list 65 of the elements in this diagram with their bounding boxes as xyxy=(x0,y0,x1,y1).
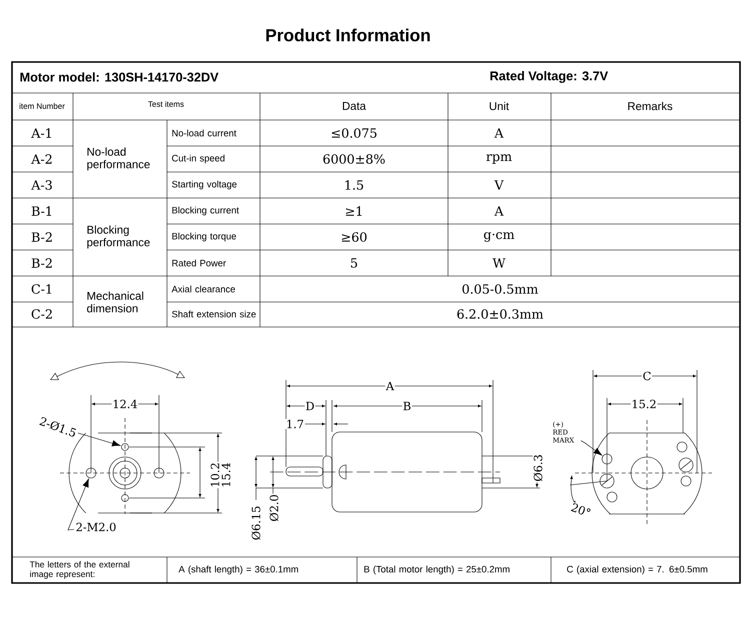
dimension-text: 15.2 xyxy=(630,399,658,409)
dimension-text: 20° xyxy=(569,502,593,518)
test-item: Blocking current xyxy=(172,206,239,216)
test-item: Cut-in speed xyxy=(172,154,224,164)
legend-text: A (shaft length) = 36±0.1mm xyxy=(178,566,298,574)
item-number: C-2 xyxy=(32,309,52,319)
test-item: No-load current xyxy=(172,130,236,136)
group-name: Mechanical dimension xyxy=(87,292,144,312)
unit-text: W xyxy=(492,258,506,268)
data-value: ≥60 xyxy=(342,232,367,242)
data-value: 6.2.0±0.3mm xyxy=(457,309,544,319)
column-header: item Number xyxy=(20,103,65,109)
data-value: 5 xyxy=(351,258,358,268)
dimension-text: 1.7 xyxy=(285,419,305,429)
dimension-text: 15.4 xyxy=(221,462,231,488)
data-value: ≥1 xyxy=(346,206,362,216)
data-value: 0.05-0.5mm xyxy=(462,284,538,294)
data-value: 1.5 xyxy=(345,180,364,190)
unit-text: g·cm xyxy=(484,232,514,242)
legend-text: The letters of the external image represent: xyxy=(30,561,130,579)
item-number: A-2 xyxy=(31,154,52,164)
item-number: C-1 xyxy=(32,284,52,294)
unit-text: A xyxy=(494,128,504,138)
item-number: B-1 xyxy=(32,206,52,216)
test-item: Starting voltage xyxy=(172,180,237,190)
leader-line xyxy=(78,432,121,446)
test-item: Axial clearance xyxy=(172,286,235,292)
header-text: Rated Voltage: 3.7V xyxy=(490,71,608,83)
leader-line xyxy=(68,478,89,530)
dimension-text: D xyxy=(304,401,316,411)
dimension-text: Ø2.0 xyxy=(268,494,280,522)
item-number: B-2 xyxy=(32,258,52,268)
hole xyxy=(602,454,612,464)
leader-text: 2-M2.0 xyxy=(76,522,116,532)
item-number: A-3 xyxy=(31,180,52,190)
test-item: Rated Power xyxy=(172,260,226,266)
legend-text: C (axial extension) = 7. 6±0.5mm xyxy=(567,566,708,574)
item-number: B-2 xyxy=(32,232,52,242)
item-number: A-1 xyxy=(31,128,51,138)
data-value: ≤0.075 xyxy=(332,128,376,138)
dimension-text: C xyxy=(642,371,652,381)
header-text: Motor model: 130SH-14170-32DV xyxy=(20,72,218,82)
column-header: Unit xyxy=(490,102,509,110)
unit-text: rpm xyxy=(486,154,512,164)
column-header: Remarks xyxy=(628,102,672,110)
test-item: Blocking torque xyxy=(172,232,236,242)
group-name: No-load performance xyxy=(87,147,150,171)
dimension-text: 10.2 xyxy=(210,462,220,488)
hole xyxy=(86,468,96,478)
column-header: Data xyxy=(342,102,366,110)
test-item: Shaft extension size xyxy=(172,310,256,318)
hole xyxy=(121,443,129,451)
data-value: 6000±8% xyxy=(323,154,385,164)
dimension-text: Ø6.15 xyxy=(250,505,262,541)
dimension-text: A xyxy=(385,381,395,391)
dimension-text: B xyxy=(402,401,412,411)
column-header: Test items xyxy=(148,101,184,107)
dimension-text: Ø6.3 xyxy=(532,454,544,482)
page-title: Product Information xyxy=(266,28,430,42)
unit-text: V xyxy=(494,180,504,190)
legend-text: B (Total motor length) = 25±0.2mm xyxy=(364,566,510,574)
unit-text: A xyxy=(494,206,504,216)
leader-line xyxy=(580,440,602,456)
dimension-text: 12.4 xyxy=(112,399,138,409)
group-name: Blocking performance xyxy=(87,225,150,249)
